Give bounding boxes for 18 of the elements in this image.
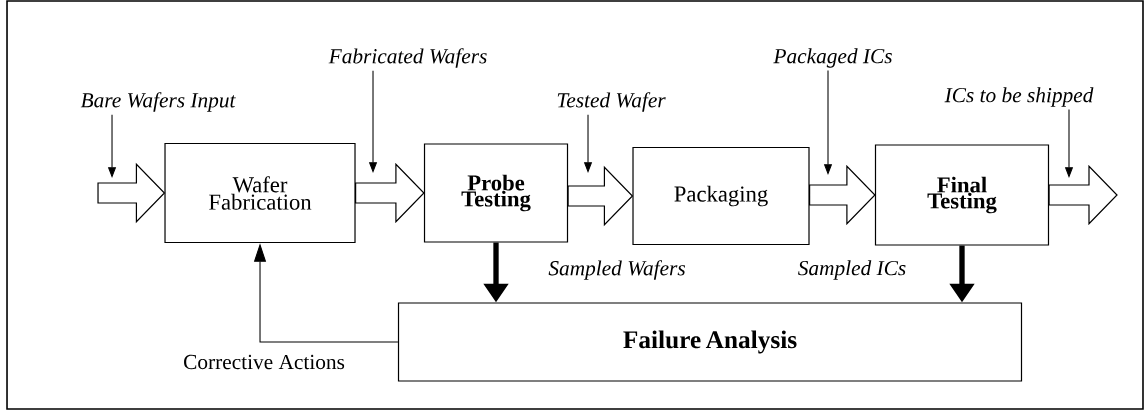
process-box: Failure Analysis — [397, 302, 1023, 382]
edge-label: Sampled Wafers — [548, 260, 685, 280]
flow-label: Bare Wafers Input — [80, 92, 236, 112]
block-arrow — [1048, 164, 1118, 226]
process-box: Wafer Fabrication — [164, 142, 356, 244]
block-arrow — [567, 165, 634, 227]
edge-label: Corrective Actions — [184, 354, 345, 370]
process-box: Packaging — [632, 146, 810, 246]
process-box: Probe Testing — [423, 143, 569, 243]
block-arrow — [355, 162, 425, 224]
flow-label: Tested Wafer — [557, 92, 666, 112]
process-box: Final Testing — [874, 144, 1050, 246]
edge-label: Sampled ICs — [798, 260, 906, 280]
flow-label: Packaged ICs — [773, 48, 892, 68]
flow-label: Fabricated Wafers — [328, 48, 487, 68]
block-arrow — [809, 164, 876, 226]
flow-label: ICs to be shipped — [944, 87, 1094, 107]
block-arrow — [97, 162, 166, 224]
